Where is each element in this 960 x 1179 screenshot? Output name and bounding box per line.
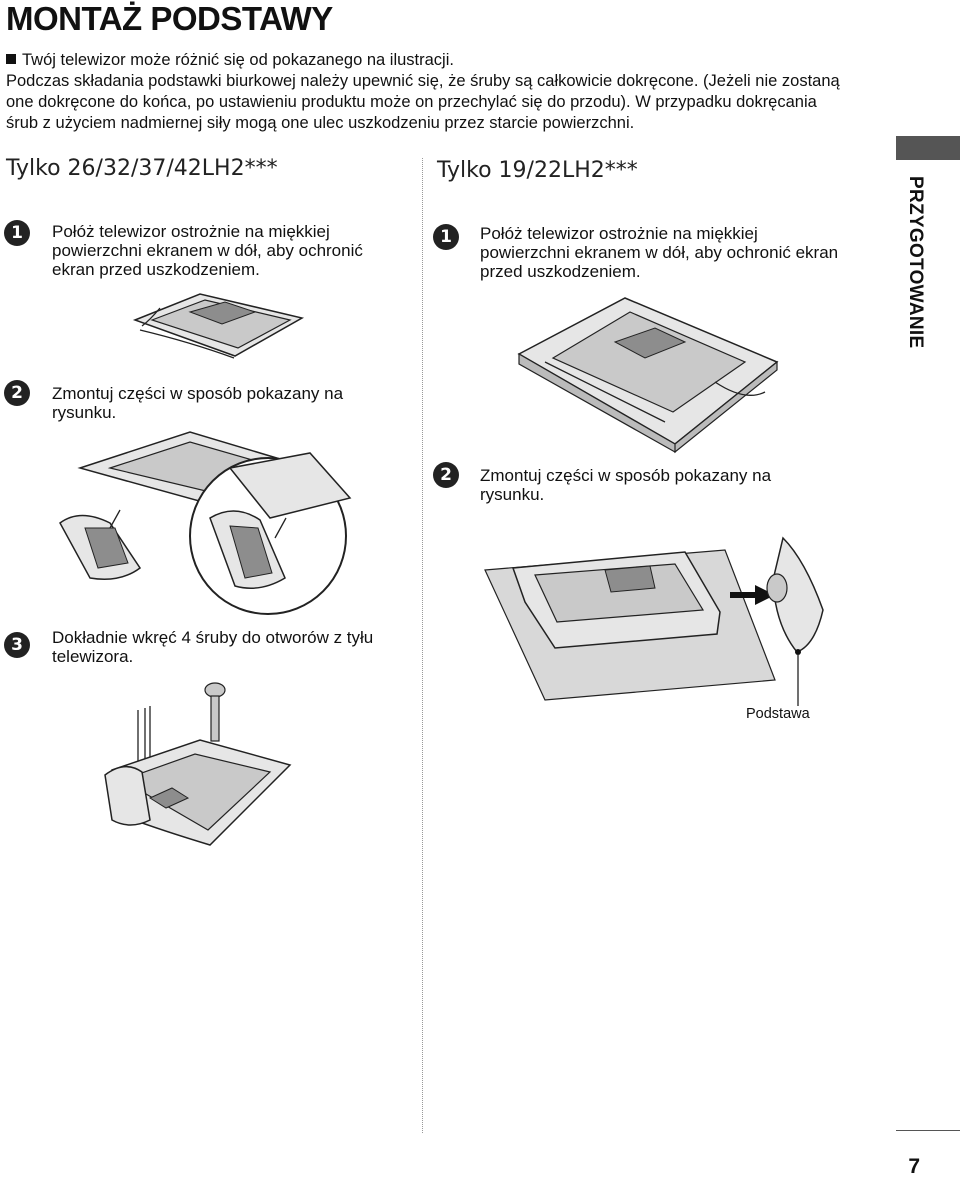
- left-step-1-number: 1: [4, 220, 30, 246]
- bullet-icon: [6, 54, 16, 64]
- left-step-3-number: 3: [4, 632, 30, 658]
- screw-fastening-illustration: [104, 682, 292, 846]
- intro-note-2: Podczas składania podstawki biurkowej na…: [6, 72, 840, 132]
- intro-notes: Twój telewizor może różnić się od pokaza…: [6, 50, 846, 134]
- screw-icon: [204, 682, 226, 698]
- stand-attach-illustration: [484, 536, 824, 706]
- left-step-1-text: Połóż telewizor ostrożnie na miękkiej po…: [52, 222, 363, 279]
- right-step-2-number: 2: [433, 462, 459, 488]
- intro-note-1: Twój telewizor może różnić się od pokaza…: [6, 50, 846, 71]
- page-title: MONTAŻ PODSTAWY: [6, 0, 333, 37]
- page-number: 7: [908, 1155, 920, 1178]
- column-divider: [422, 158, 423, 1133]
- side-section-label: PRZYGOTOWANIE: [905, 176, 926, 349]
- left-step-2-text: Zmontuj części w sposób pokazany na rysu…: [52, 384, 344, 422]
- right-model-heading: Tylko 19/22LH2***: [437, 158, 638, 183]
- left-step-3-text: Dokładnie wkręć 4 śruby do otworów z tył…: [52, 628, 374, 666]
- footer-line: [896, 1130, 960, 1131]
- tv-on-cushion-illustration-small: [517, 297, 779, 454]
- side-tab-marker: [896, 136, 960, 160]
- left-step-2-number: 2: [4, 380, 30, 406]
- right-step-1-number: 1: [433, 224, 459, 250]
- left-model-heading: Tylko 26/32/37/42LH2***: [6, 156, 278, 181]
- right-step-1-text: Połóż telewizor ostrożnie na miękkiej po…: [480, 224, 839, 281]
- right-step-2-text: Zmontuj części w sposób pokazany na rysu…: [480, 466, 772, 504]
- stand-assembly-illustration: [59, 431, 352, 615]
- stand-label: Podstawa: [746, 706, 810, 722]
- tv-on-cushion-illustration: [132, 293, 305, 359]
